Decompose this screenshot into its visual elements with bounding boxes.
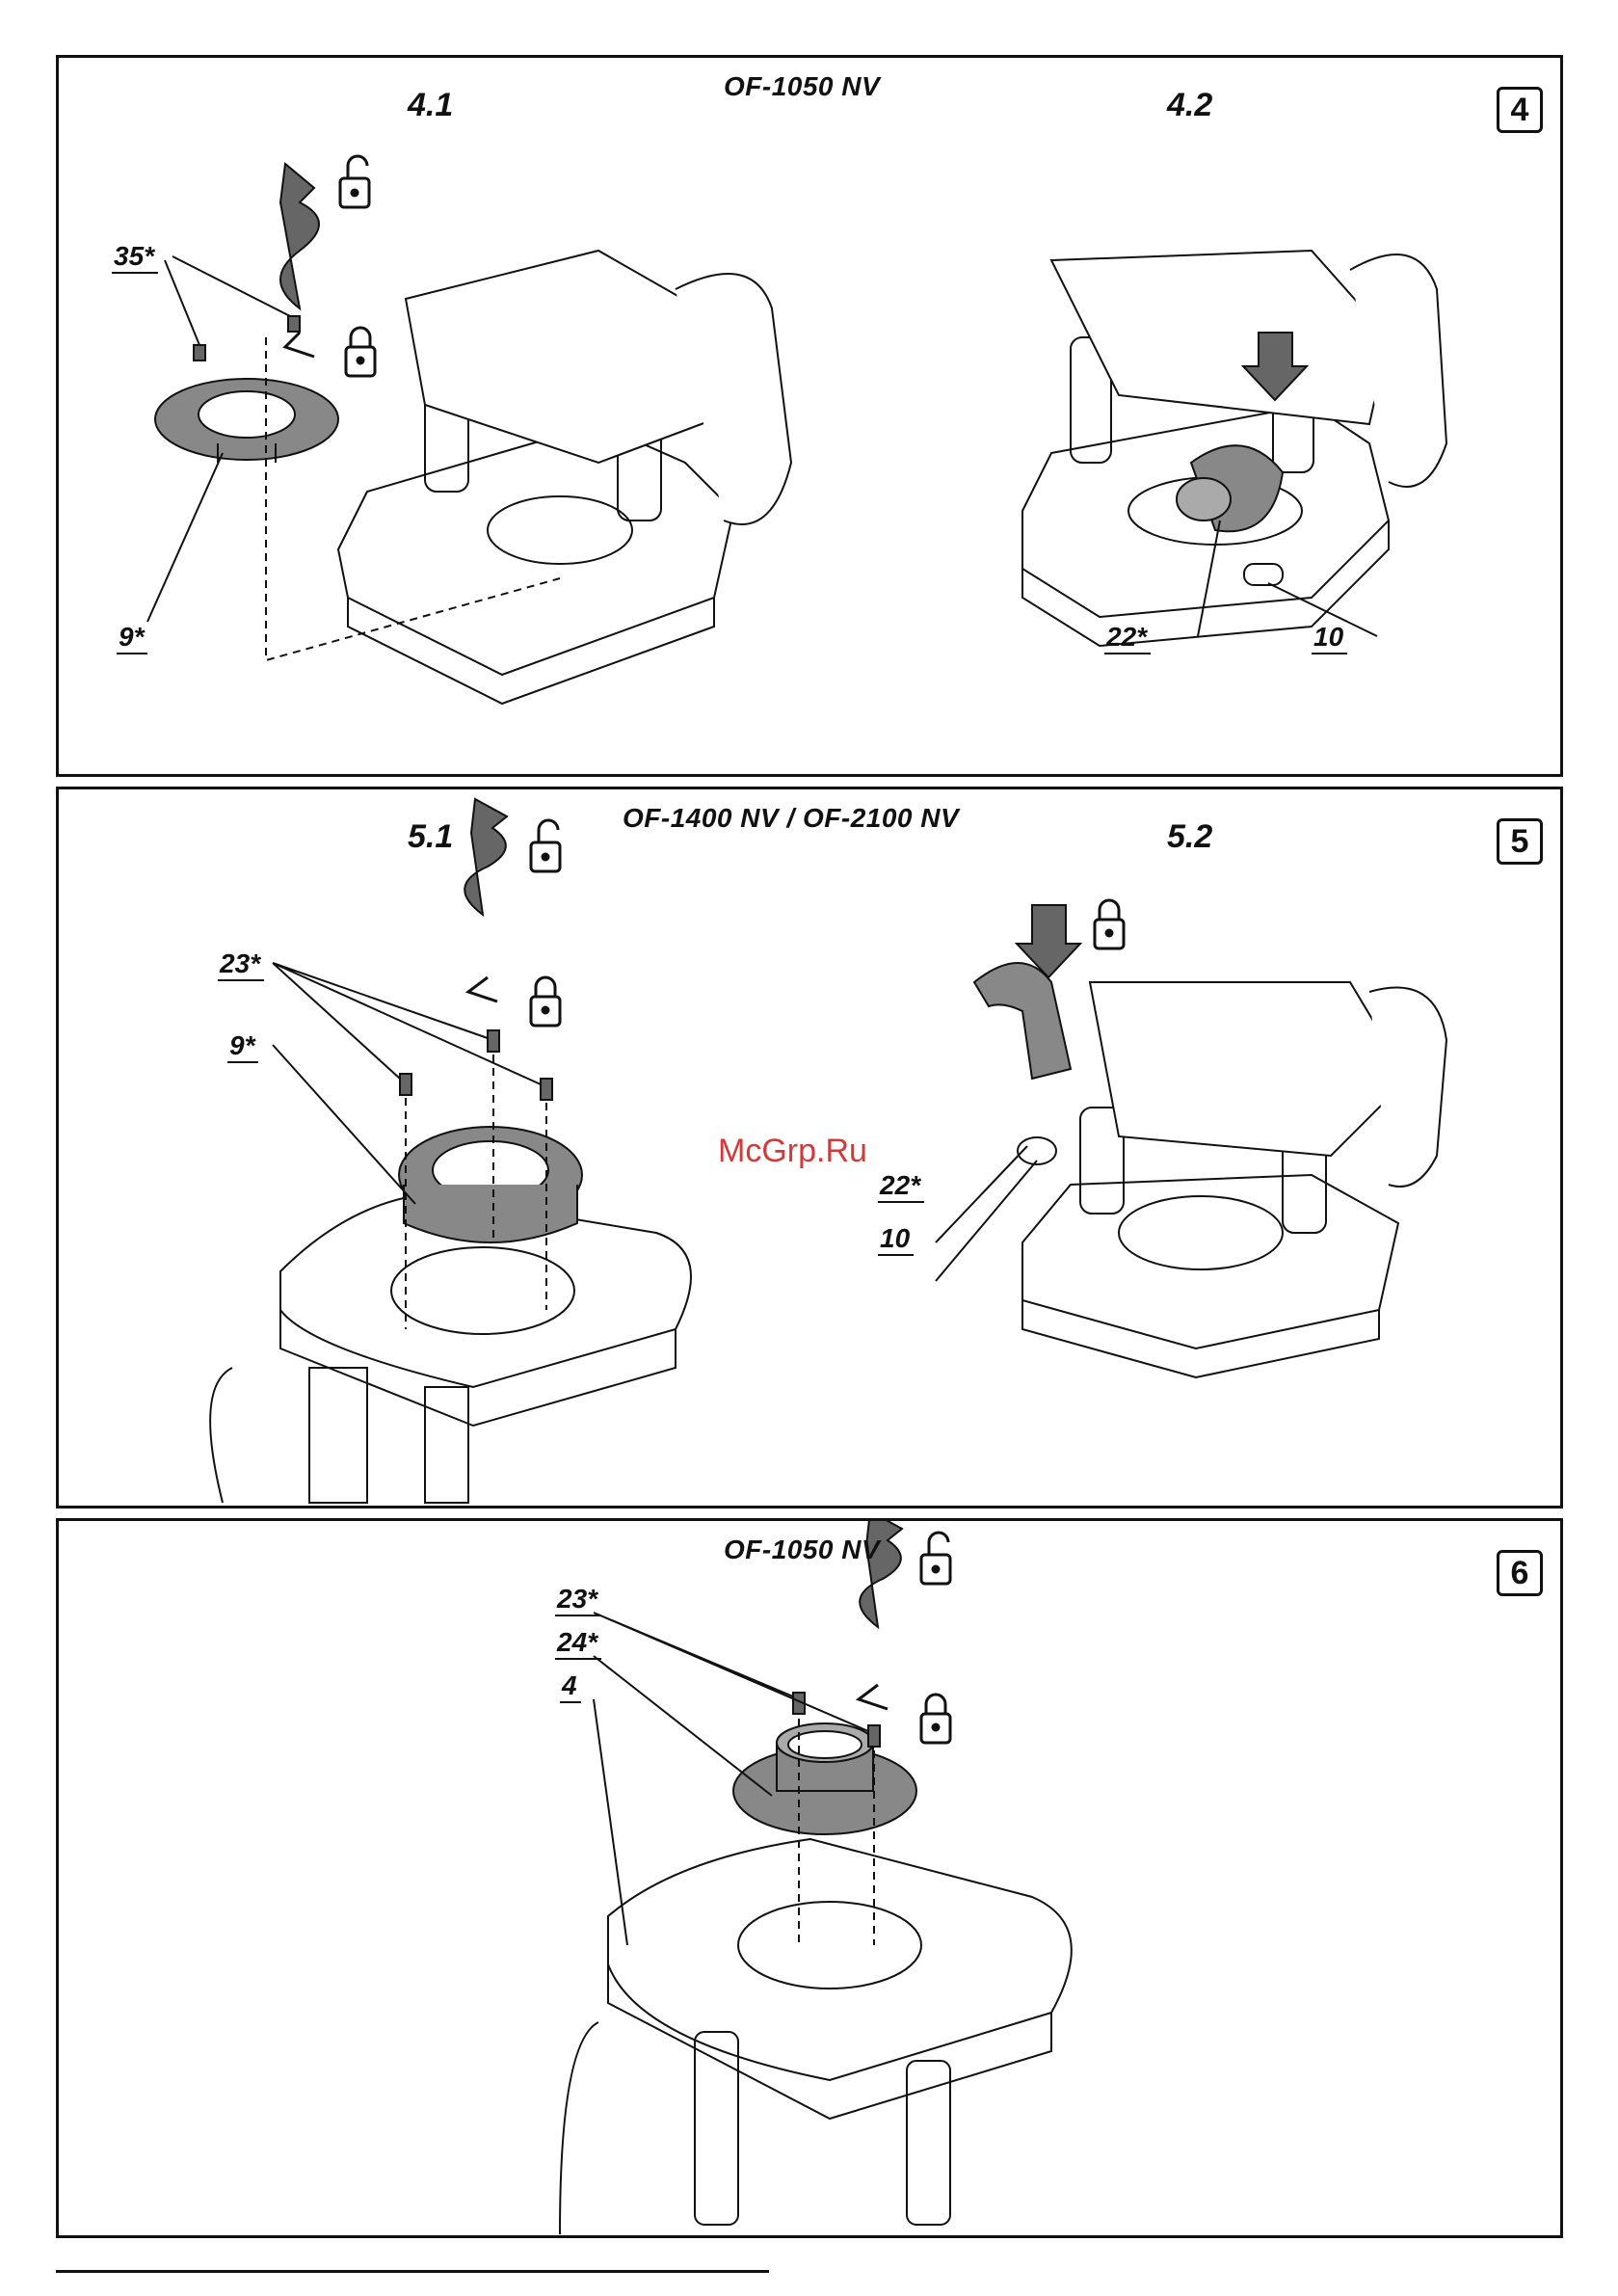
callout-9: 9*	[117, 622, 147, 654]
step-label-5-2: 5.2	[1167, 818, 1212, 856]
step-label-4-1: 4.1	[408, 87, 453, 124]
callout-4: 4	[560, 1670, 581, 1703]
lock-icon	[921, 1695, 950, 1743]
callout-35: 35*	[112, 241, 158, 274]
model-title: OF-1050 NV	[724, 1535, 880, 1565]
step-label-5-1: 5.1	[408, 818, 453, 856]
callout-23: 23*	[555, 1584, 601, 1616]
lock-icon	[346, 328, 375, 376]
panel-6: OF-1050 NV 6 23* 24* 4	[56, 1518, 1563, 2238]
callout-22: 22*	[878, 1170, 924, 1203]
model-title: OF-1400 NV / OF-2100 NV	[623, 803, 959, 834]
lock-icon	[531, 977, 560, 1026]
footer-rule	[56, 2270, 769, 2273]
model-title: OF-1050 NV	[724, 71, 880, 102]
figure-number-badge: 5	[1497, 818, 1543, 865]
rotate-arrow-icon	[464, 799, 507, 1001]
lock-icon	[1095, 900, 1124, 948]
callout-24: 24*	[555, 1627, 601, 1660]
callout-10: 10	[1312, 622, 1347, 654]
router-illustration-6	[59, 1521, 1566, 2241]
step-label-4-2: 4.2	[1167, 87, 1212, 124]
router-illustration-4	[59, 58, 1566, 780]
figure-number-badge: 6	[1497, 1550, 1543, 1596]
unlock-icon	[921, 1533, 950, 1584]
callout-23: 23*	[218, 948, 264, 981]
callout-9: 9*	[227, 1030, 258, 1063]
watermark: McGrp.Ru	[718, 1133, 867, 1170]
callout-10: 10	[878, 1223, 914, 1256]
callout-22: 22*	[1104, 622, 1151, 654]
unlock-icon	[531, 820, 560, 871]
panel-4: OF-1050 NV 4.1 4.2 4 35* 9* 22* 10	[56, 55, 1563, 777]
figure-number-badge: 4	[1497, 87, 1543, 133]
unlock-icon	[340, 156, 369, 207]
